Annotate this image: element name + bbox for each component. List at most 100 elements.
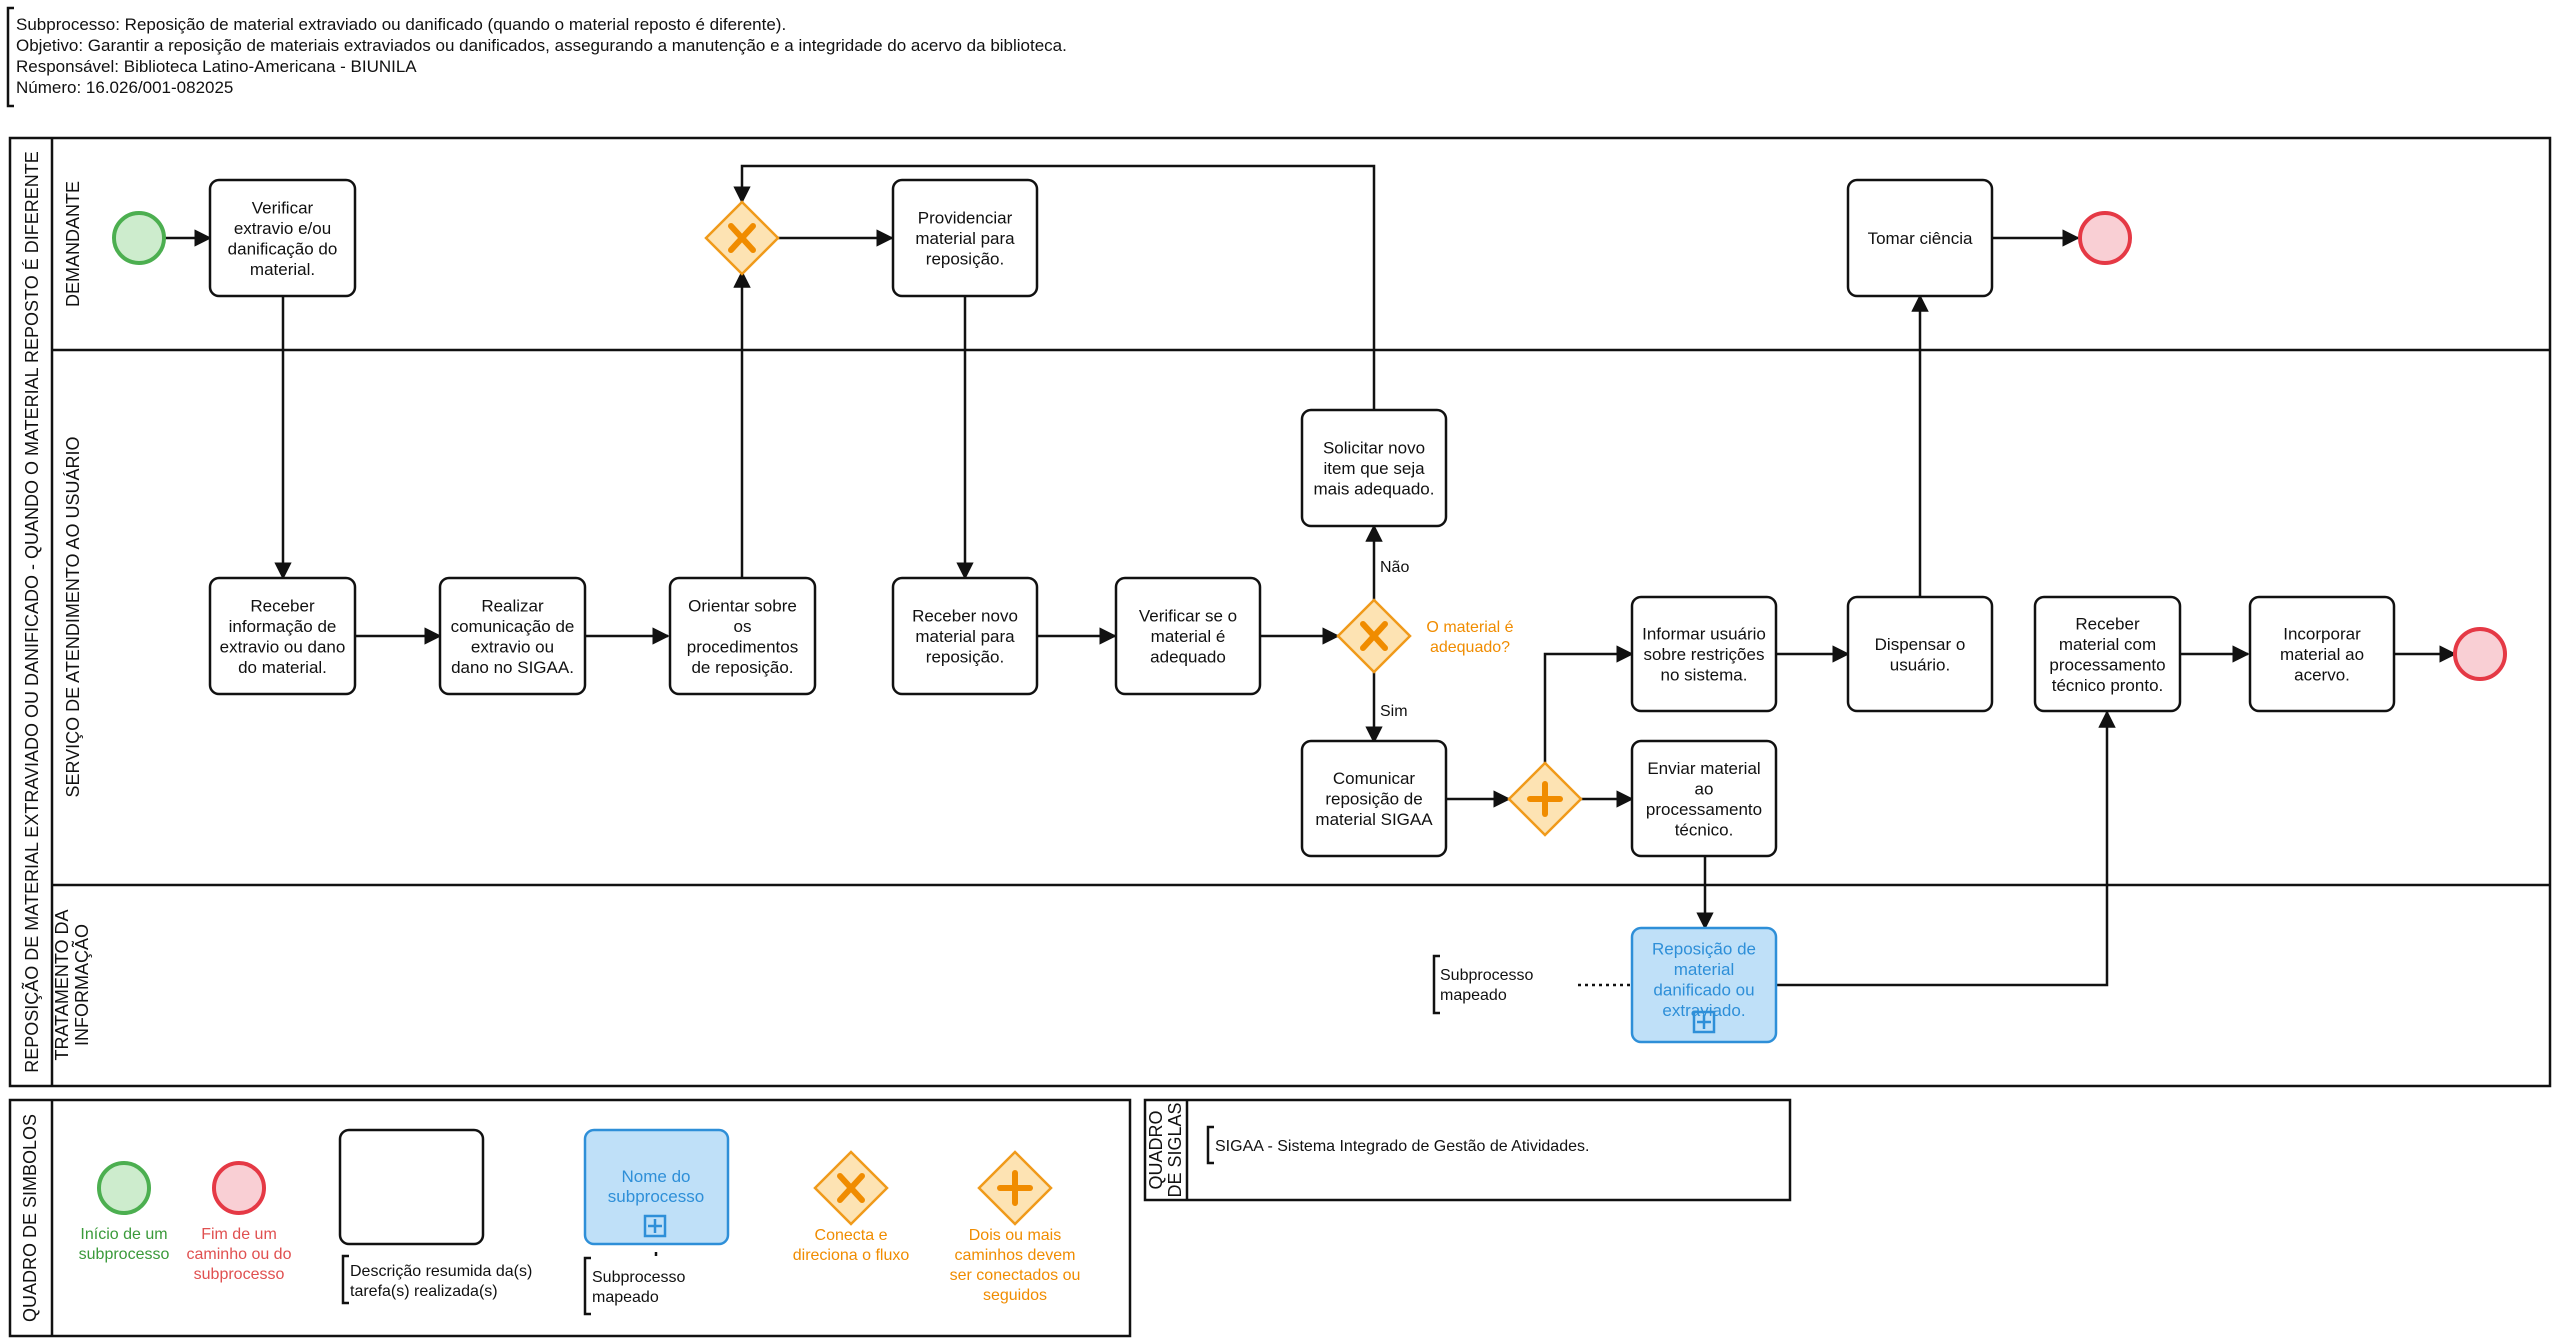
task-receber-proc-line: Receber [2075, 614, 2140, 633]
header-responsavel: Responsável: Biblioteca Latino-Americana… [16, 57, 417, 76]
legend-sub-box-1: Nome do [622, 1167, 691, 1186]
task-receber-novo-line: reposição. [926, 648, 1004, 667]
task-receber-info-line: extravio ou dano [220, 637, 346, 656]
task-orientar-line: Orientar sobre [688, 596, 797, 615]
sequence-flows [165, 164, 2457, 987]
task-subprocesso-line: extraviado. [1662, 1001, 1745, 1020]
legend-sub-bracket [583, 1256, 591, 1316]
task-receber-novo-line: Receber novo [912, 607, 1018, 626]
flow-label-sim: Sim [1380, 703, 1408, 720]
header-objetivo: Objetivo: Garantir a reposição de materi… [16, 36, 1067, 55]
task-verificar-line: danificação do [228, 239, 338, 258]
task-enviar-line: técnico. [1675, 820, 1734, 839]
legend-xor-2: direciona o fluxo [793, 1247, 910, 1264]
task-informar-line: Informar usuário [1642, 625, 1766, 644]
task-orientar-line: os [734, 617, 752, 636]
legend-sub-ann-2: mapeado [592, 1289, 659, 1306]
legend-and-1: Dois ou mais [969, 1227, 1061, 1244]
subprocess-plus-icon[interactable] [1692, 1010, 1716, 1034]
lane-tratamento-label-1: TRATAMENTO DA [52, 909, 72, 1060]
task-comunicar-line: Comunicar [1333, 769, 1416, 788]
annotation-line-1: Subprocesso [1440, 967, 1533, 984]
task-providenciar-line: Providenciar [918, 209, 1013, 228]
task-comunicar-line: reposição de [1325, 790, 1422, 809]
legend-sub-box-2: subprocesso [608, 1187, 704, 1206]
gateway-exclusive-adequado [1336, 598, 1412, 674]
task-providenciar-line: material para [915, 229, 1015, 248]
task-receber-novo-line: material para [915, 627, 1015, 646]
legend-inicio-1: Início de um [80, 1226, 167, 1243]
flow-subprocesso-receber-proc [1776, 710, 2116, 987]
task-informar-line: sobre restrições [1644, 645, 1765, 664]
legend-xor-1: Conecta e [815, 1227, 888, 1244]
siglas-frame [1143, 1098, 1792, 1202]
task-realizar-line: Realizar [481, 596, 544, 615]
task-enviar-line: ao [1695, 779, 1714, 798]
legend-tarefa-2: tarefa(s) realizada(s) [350, 1283, 498, 1300]
task-verificar-adequado-line: Verificar se o [1139, 607, 1237, 626]
legend-frame [8, 1098, 1132, 1338]
legend-end-icon [212, 1161, 266, 1215]
legend-tarefa-1: Descrição resumida da(s) [350, 1263, 532, 1280]
end-event-servico [2453, 627, 2507, 681]
lane-servico-label: SERVIÇO DE ATENDIMENTO AO USUÁRIO [63, 436, 83, 797]
lane-tratamento-label-2: INFORMAÇÃO [71, 924, 92, 1046]
flow-solicitar-back [733, 164, 1376, 410]
task-receber-proc-line: processamento [2049, 655, 2165, 674]
siglas-title-2: DE SIGLAS [1165, 1102, 1185, 1197]
pool: REPOSIÇÃO DE MATERIAL EXTRAVIADO OU DANI… [8, 136, 2552, 1088]
task-dispensar-line: Dispensar o [1875, 635, 1966, 654]
siglas-title-1: QUADRO [1146, 1110, 1166, 1189]
task-tomar: Tomar ciência [1846, 178, 1994, 298]
task-receber-proc-line: técnico pronto. [2052, 676, 2164, 695]
annotation-line-2: mapeado [1440, 987, 1507, 1004]
lane-demandante-label: DEMANDANTE [63, 181, 83, 307]
header-numero: Número: 16.026/001-082025 [16, 78, 233, 97]
legend-inicio-2: subprocesso [79, 1246, 170, 1263]
legend-simbolos: QUADRO DE SIMBOLOS Início de um subproce… [8, 1098, 1132, 1338]
flow-label-nao: Não [1380, 559, 1409, 576]
end-event-demandante [2078, 211, 2132, 265]
task-receber-info-line: do material. [238, 658, 327, 677]
task-subprocesso-line: Reposição de [1652, 939, 1756, 958]
pool-title: REPOSIÇÃO DE MATERIAL EXTRAVIADO OU DANI… [21, 151, 42, 1072]
task-subprocesso-line: material [1674, 960, 1734, 979]
task-receber-info-line: informação de [229, 617, 337, 636]
task-providenciar-line: reposição. [926, 250, 1004, 269]
task-comunicar-line: material SIGAA [1315, 810, 1433, 829]
legend-title: QUADRO DE SIMBOLOS [20, 1114, 40, 1322]
header: Subprocesso: Reposição de material extra… [6, 6, 1067, 108]
task-receber-proc-line: material com [2059, 635, 2156, 654]
start-event [112, 211, 166, 265]
legend-and-3: ser conectados ou [950, 1267, 1081, 1284]
task-solicitar-line: Solicitar novo [1323, 439, 1425, 458]
legend-subprocess-icon [583, 1128, 730, 1246]
task-verificar-line: material. [250, 260, 315, 279]
legend-subprocess-plus-icon [643, 1214, 667, 1238]
gateway-exclusive-demandante [704, 200, 780, 276]
task-tomar-line: Tomar ciência [1868, 229, 1973, 248]
task-orientar-line: procedimentos [687, 637, 799, 656]
task-solicitar-line: item que seja [1323, 459, 1425, 478]
task-solicitar-line: mais adequado. [1314, 480, 1435, 499]
flow-parallel-informar [1543, 645, 1634, 764]
task-receber-info-line: Receber [250, 596, 315, 615]
legend-and-icon [977, 1150, 1053, 1226]
pool-frame [8, 136, 2552, 1088]
siglas-bracket [1206, 1125, 1214, 1165]
legend-task-icon [338, 1128, 485, 1246]
task-enviar-line: Enviar material [1647, 759, 1760, 778]
subprocesso-annotation: Subprocesso mapeado [1432, 954, 1630, 1015]
legend-fim-3: subprocesso [194, 1266, 285, 1283]
